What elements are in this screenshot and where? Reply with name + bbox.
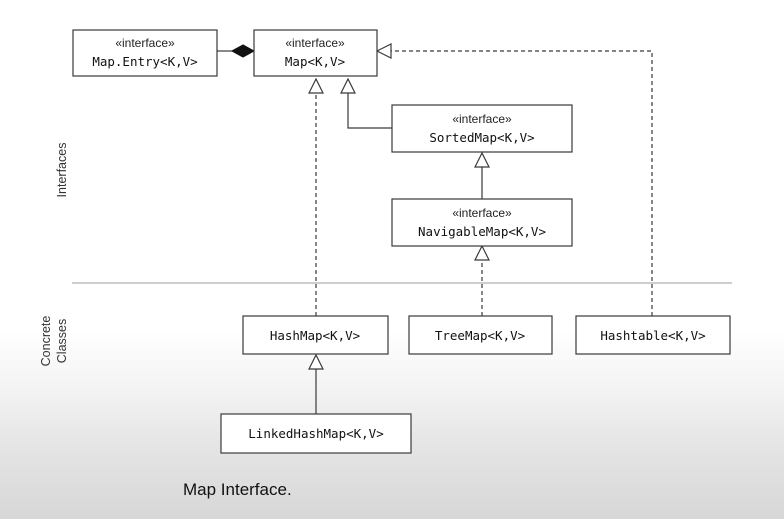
navigablemap-extends-arrow <box>474 151 490 168</box>
map-stereotype: «interface» <box>285 36 345 50</box>
node-sorted-map: «interface» SortedMap<K,V> <box>391 104 573 153</box>
map-entry-name: Map.Entry<K,V> <box>92 54 197 69</box>
tree-map-name: TreeMap<K,V> <box>435 328 525 343</box>
figure-caption: Map Interface. <box>183 480 292 499</box>
node-hash-map: HashMap<K,V> <box>242 315 389 355</box>
map-entry-stereotype: «interface» <box>115 36 175 50</box>
node-map: «interface» Map<K,V> <box>253 29 378 77</box>
node-navigable-map: «interface» NavigableMap<K,V> <box>391 198 573 247</box>
section-label-interfaces: Interfaces <box>55 143 69 198</box>
map-name: Map<K,V> <box>285 54 345 69</box>
node-linked-hash-map: LinkedHashMap<K,V> <box>220 413 412 454</box>
node-tree-map: TreeMap<K,V> <box>408 315 553 355</box>
section-label-classes: Classes <box>55 319 69 363</box>
hashtable-name: Hashtable<K,V> <box>600 328 705 343</box>
linkedhashmap-extends-arrow <box>308 353 324 370</box>
hashtable-implements-arrow <box>375 43 392 59</box>
treemap-implements-arrow <box>474 244 490 261</box>
sortedmap-extends-line <box>347 93 392 129</box>
node-map-entry: «interface» Map.Entry<K,V> <box>72 29 218 77</box>
sorted-map-name: SortedMap<K,V> <box>429 130 534 145</box>
sorted-map-stereotype: «interface» <box>452 112 512 126</box>
node-hashtable: Hashtable<K,V> <box>575 315 731 355</box>
linked-hash-map-name: LinkedHashMap<K,V> <box>248 426 383 441</box>
navigable-map-name: NavigableMap<K,V> <box>418 224 546 239</box>
hashmap-implements-arrow <box>308 77 324 94</box>
sortedmap-extends-arrow <box>340 77 356 94</box>
section-label-concrete: Concrete <box>39 316 53 367</box>
hashtable-implements-line <box>391 50 653 316</box>
hash-map-name: HashMap<K,V> <box>270 328 360 343</box>
composition-diamond <box>230 44 256 58</box>
navigable-map-stereotype: «interface» <box>452 206 512 220</box>
